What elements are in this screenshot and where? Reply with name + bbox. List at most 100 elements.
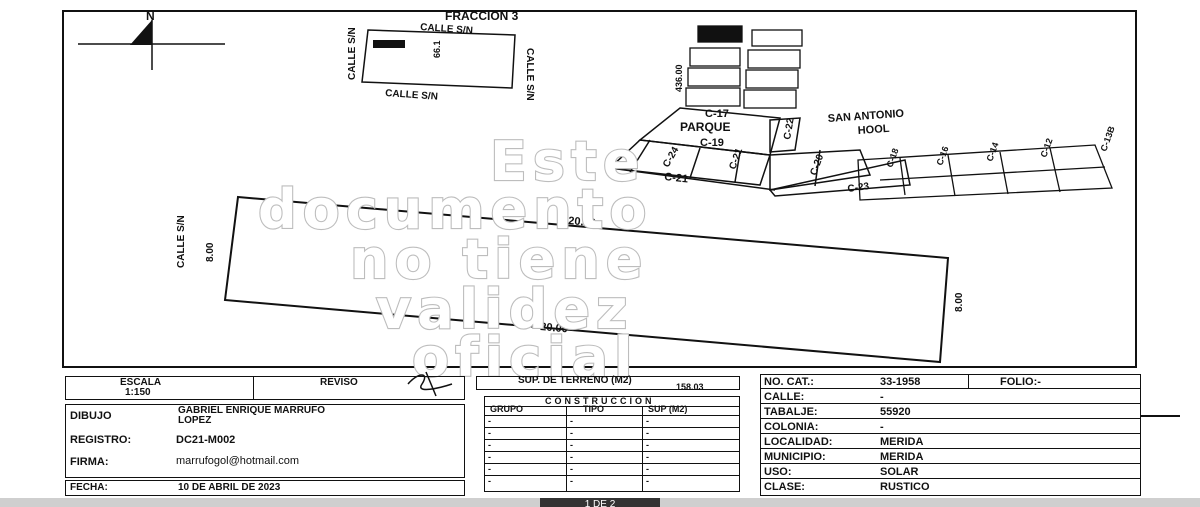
info-rule	[760, 388, 1141, 389]
table-rule	[484, 415, 740, 416]
table-rule	[484, 406, 740, 407]
north-arrow-icon: N	[78, 9, 225, 70]
page-indicator[interactable]: 1 DE 2	[540, 498, 660, 507]
table-cell: -	[570, 452, 573, 462]
registro-label: REGISTRO:	[70, 434, 132, 446]
calle-top-label: CALLE S/N	[420, 22, 473, 37]
dibujo-label: DIBUJO	[70, 410, 112, 422]
uso-label: USO:	[764, 466, 792, 478]
table-cell: -	[646, 464, 649, 474]
table-cell: -	[646, 476, 649, 486]
sup-box	[476, 376, 740, 390]
watermark-line-3: no tiene	[350, 228, 648, 291]
c22-label: C-22	[782, 117, 797, 141]
localidad-label: LOCALIDAD:	[764, 436, 833, 448]
c23-label: C-23	[847, 181, 870, 195]
dim-small: 66.1	[432, 40, 442, 58]
san-antonio-label-2: HOOL	[857, 123, 890, 137]
registro-value: DC21-M002	[176, 434, 236, 446]
calle-bottom-label: CALLE S/N	[385, 88, 438, 103]
nocat-value: 33-1958	[880, 376, 921, 388]
dim-436: 436.00	[674, 64, 684, 92]
nocat-label: NO. CAT.:	[764, 376, 814, 388]
table-rule	[484, 427, 740, 428]
c19-label: C-19	[700, 137, 724, 149]
table-rule	[484, 439, 740, 440]
table-col-rule	[642, 406, 643, 492]
col-grupo: GRUPO	[490, 404, 524, 414]
info-rule	[760, 418, 1141, 419]
parque-label: PARQUE	[680, 120, 730, 134]
table-cell: -	[570, 464, 573, 474]
escala-value: 1:150	[125, 387, 151, 398]
c20-label: C-20	[808, 152, 826, 177]
tablaje-value: 55920	[880, 406, 911, 418]
uso-value: SOLAR	[880, 466, 919, 478]
c24-label: C-24	[661, 145, 682, 170]
table-cell: -	[570, 476, 573, 486]
tablaje-label: TABALJE:	[764, 406, 818, 418]
col-tipo: TIPO	[583, 404, 605, 414]
table-cell: -	[488, 476, 491, 486]
lot-top-dim: 20.00	[568, 215, 596, 229]
lot-bottom-dim: 20.00	[540, 321, 568, 335]
right-lots	[857, 144, 1113, 201]
north-label: N	[146, 9, 155, 23]
c21-label: C-21	[664, 171, 689, 185]
table-cell: -	[570, 440, 573, 450]
table-cell: -	[646, 428, 649, 438]
info-divider	[968, 374, 969, 388]
lot-left-dim: 8.00	[205, 242, 216, 262]
info-rule	[760, 448, 1141, 449]
watermark-line-5: oficial	[412, 326, 639, 389]
fecha-label: FECHA:	[70, 482, 108, 493]
watermark-line-4: validez	[376, 278, 633, 341]
info-rule	[760, 433, 1141, 434]
folio-label: FOLIO:-	[1000, 376, 1041, 388]
sup-value: 158.03	[676, 382, 704, 392]
construccion-table	[484, 396, 740, 492]
table-cell: -	[570, 416, 573, 426]
clase-value: RUSTICO	[880, 481, 930, 493]
table-cell: -	[488, 428, 491, 438]
col-sup: SUP (M2)	[648, 404, 688, 414]
colonia-value: -	[880, 421, 884, 433]
lots-grid	[685, 25, 803, 109]
watermark: Este documento no tiene validez oficial	[257, 129, 652, 390]
dibujo-value-1: GABRIEL ENRIQUE MARRUFO	[178, 405, 326, 416]
table-rule	[484, 463, 740, 464]
municipio-label: MUNICIPIO:	[764, 451, 826, 463]
park-block	[608, 107, 911, 197]
clase-label: CLASE:	[764, 481, 805, 493]
table-rule	[484, 475, 740, 476]
table-cell: -	[646, 416, 649, 426]
lot-calle-label: CALLE S/N	[176, 215, 187, 268]
sup-label: SUP. DE TERRENO (M2)	[518, 375, 632, 386]
watermark-line-1: Este	[490, 130, 645, 193]
dibujo-value-2: LOPEZ	[178, 415, 212, 426]
table-cell: -	[488, 464, 491, 474]
table-cell: -	[488, 452, 491, 462]
fraccion-label: FRACCION 3	[445, 9, 519, 23]
info-rule	[760, 478, 1141, 479]
municipio-value: MERIDA	[880, 451, 924, 463]
info-box	[760, 374, 1141, 496]
escala-label: ESCALA	[120, 377, 162, 388]
construccion-label: CONSTRUCCION	[545, 396, 655, 406]
calle-value: -	[880, 391, 884, 403]
main-lot: 20.00 20.00 8.00 8.00 CALLE S/N	[176, 195, 965, 364]
c14-label: C-14	[984, 141, 1000, 163]
table-cell: -	[488, 416, 491, 426]
san-antonio-label-1: SAN ANTONIO	[827, 108, 904, 125]
info-rule	[760, 463, 1141, 464]
c17-label: C-17	[705, 108, 729, 120]
fecha-box	[65, 480, 465, 496]
table-cell: -	[646, 452, 649, 462]
table-rule	[484, 451, 740, 452]
watermark-line-2: documento	[258, 178, 652, 241]
localidad-value: MERIDA	[880, 436, 924, 448]
plan-frame	[62, 10, 1137, 368]
table-col-rule	[566, 406, 567, 492]
firma-value: marrufogol@hotmail.com	[176, 455, 300, 467]
